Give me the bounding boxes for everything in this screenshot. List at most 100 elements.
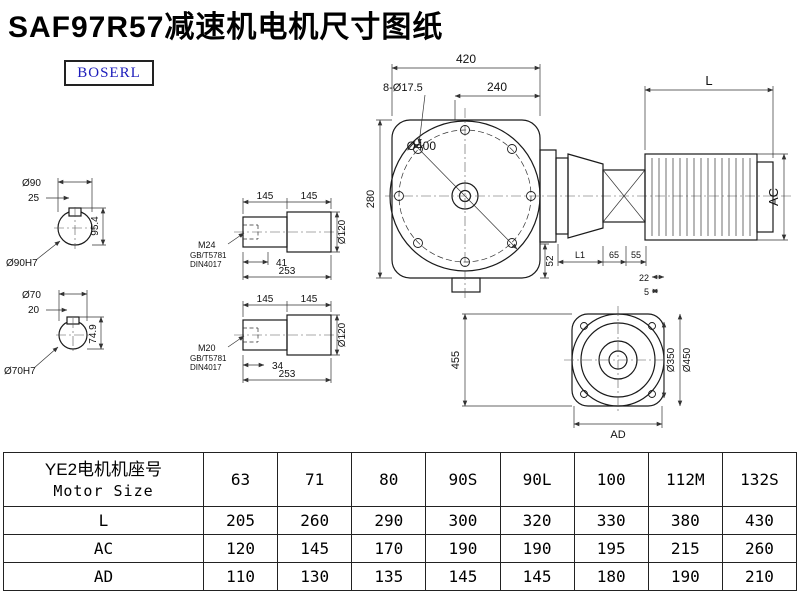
table-cell: 260 <box>277 506 353 535</box>
shaft1-145b-label: 145 <box>301 191 318 202</box>
shaft-end-view-70: Ø70 20 74.9 Ø70H7 <box>4 290 104 377</box>
table-cell: 180 <box>573 562 649 591</box>
bolt-callout-label: 8-Ø17.5 <box>383 82 423 94</box>
brand-logo: BOSERL <box>64 60 154 86</box>
shaft1-std1-label: GB/T5781 <box>190 251 227 260</box>
shaft1-std2-label: DIN4017 <box>190 260 222 269</box>
dim-L-ext <box>644 86 774 158</box>
shaft-side-view-m20: 145 145 Ø120 M20 GB/T5781 DIN4017 34 253 <box>190 294 348 383</box>
table-cell: 205 <box>202 506 279 535</box>
table-cell: 110 <box>202 562 279 591</box>
table-cell: 260 <box>721 534 798 563</box>
dimension-table-wrap: YE2电机机座号 Motor Size 63 71 80 90S 90L 100… <box>3 452 798 591</box>
dim-455-ext <box>462 313 572 407</box>
table-header-row: YE2电机机座号 Motor Size 63 71 80 90S 90L 100… <box>3 452 798 507</box>
dim-AD-label: AD <box>610 429 625 441</box>
shaft1-thread-label: M24 <box>198 240 216 250</box>
shaft1-thread-leader <box>227 232 245 245</box>
flange-centerlines <box>564 306 672 414</box>
table-cell: 195 <box>573 534 649 563</box>
dimension-table: YE2电机机座号 Motor Size 63 71 80 90S 90L 100… <box>3 452 798 591</box>
coupling-cross <box>602 169 646 223</box>
dim-L-label: L <box>705 73 712 88</box>
dim-L1-label: L1 <box>575 250 585 260</box>
table-header-motor-size: YE2电机机座号 Motor Size <box>3 452 204 507</box>
table-cell: 290 <box>351 506 427 535</box>
shaft2-std2-label: DIN4017 <box>190 363 222 372</box>
bolt-callout-leader <box>417 94 426 145</box>
table-row-L: L 205 260 290 300 320 330 380 430 <box>3 506 798 535</box>
table-header-size: 112M <box>647 452 723 507</box>
dim-5-label: 5 <box>644 287 649 297</box>
table-row-AC: AC 120 145 170 190 190 195 215 260 <box>3 534 798 563</box>
dim-d400-line <box>412 142 518 250</box>
table-cell: 430 <box>721 506 798 535</box>
table-header-size: 90L <box>499 452 575 507</box>
table-cell: 330 <box>573 506 649 535</box>
fit-70-label: Ø70H7 <box>4 366 36 377</box>
shaft2-d120-label: Ø120 <box>337 322 348 347</box>
dim-d70-ext <box>58 290 88 321</box>
table-header-size: 80 <box>351 452 427 507</box>
shaft2-34-label: 34 <box>272 361 284 372</box>
dim-420-label: 420 <box>456 52 476 66</box>
shaft1-d120-label: Ø120 <box>337 219 348 244</box>
table-cell: 120 <box>202 534 279 563</box>
shaft2-thread-leader <box>227 335 245 348</box>
table-cell: 190 <box>425 534 501 563</box>
shaft1-tapped-hole <box>243 224 259 240</box>
dim-22-label: 22 <box>639 273 649 283</box>
table-header-size: 132S <box>721 452 798 507</box>
shaft2-std1-label: GB/T5781 <box>190 354 227 363</box>
shaft2-145b-label: 145 <box>301 294 318 305</box>
dim-455-label: 455 <box>450 351 462 369</box>
table-cell: 215 <box>647 534 723 563</box>
chain-dim-ext <box>557 244 647 266</box>
table-header-size: 90S <box>425 452 501 507</box>
table-header-size: 63 <box>202 452 279 507</box>
table-cell: 145 <box>277 534 353 563</box>
flange-corner-bolts <box>580 322 656 398</box>
dim-AC-label: AC <box>766 188 781 206</box>
row-label-L: L <box>3 506 204 535</box>
technical-drawing: 420 240 8-Ø17.5 Ø400 280 52 L AC L1 <box>4 52 792 441</box>
dim-d350-label: Ø350 <box>666 347 677 372</box>
gearbox-front-view: 420 240 8-Ø17.5 Ø400 280 52 <box>365 52 792 300</box>
dim-d70-label: Ø70 <box>22 290 41 301</box>
centerlines-90 <box>54 207 96 249</box>
fan-cowl <box>756 161 774 233</box>
motor-side-view: L AC L1 65 55 22 5 <box>539 73 788 297</box>
output-flange-view: 455 Ø350 Ø450 AD <box>450 306 693 441</box>
dim-d450-label: Ø450 <box>682 347 693 372</box>
shaft2-145a-label: 145 <box>257 294 274 305</box>
brand-logo-text: BOSERL <box>77 64 141 81</box>
front-ext-lines <box>391 64 541 120</box>
table-cell: 320 <box>499 506 575 535</box>
header-label-en: Motor Size <box>53 481 154 500</box>
dim-65-label: 65 <box>609 250 619 260</box>
table-cell: 190 <box>499 534 575 563</box>
dim-d90-ext <box>57 178 93 212</box>
table-cell: 380 <box>647 506 723 535</box>
shaft1-253-label: 253 <box>279 266 296 277</box>
table-row-AD: AD 110 130 135 145 145 180 190 210 <box>3 562 798 591</box>
dim-55-label: 55 <box>631 250 641 260</box>
dim-d90-label: Ø90 <box>22 178 41 189</box>
row-label-AC: AC <box>3 534 204 563</box>
header-label-cn: YE2电机机座号 <box>44 460 163 480</box>
table-cell: 190 <box>647 562 723 591</box>
dim-25-label: 25 <box>28 193 40 204</box>
shaft2-tapped-hole <box>243 327 259 343</box>
dim-52-label: 52 <box>545 255 556 267</box>
dim-280-label: 280 <box>365 190 377 208</box>
bottom-boss <box>451 277 481 293</box>
table-cell: 145 <box>499 562 575 591</box>
fit-70-leader <box>33 346 59 369</box>
shaft1-145a-label: 145 <box>257 191 274 202</box>
shaft-side-view-m24: 145 145 Ø120 M24 GB/T5781 DIN4017 41 253 <box>190 191 348 280</box>
shaft2-thread-label: M20 <box>198 343 216 353</box>
table-cell: 130 <box>277 562 353 591</box>
row-label-AD: AD <box>3 562 204 591</box>
table-cell: 135 <box>351 562 427 591</box>
dim-954-label: 95.4 <box>90 216 101 236</box>
